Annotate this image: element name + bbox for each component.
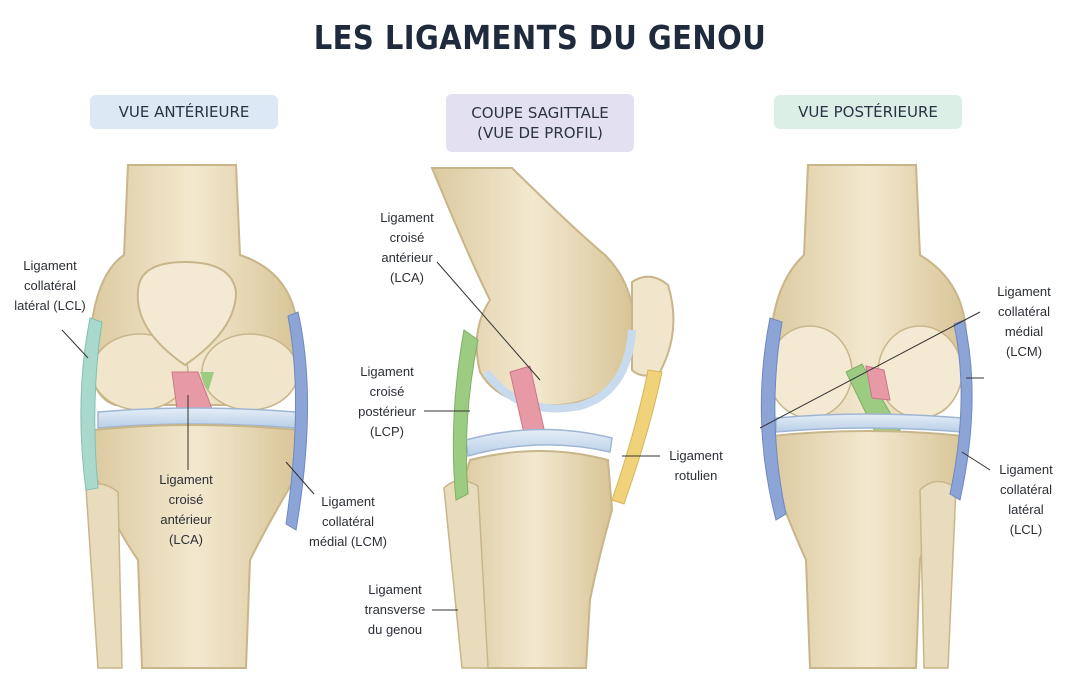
sagittal-knee (424, 167, 675, 669)
panel-heading-posterior: VUE POSTÉRIEURE (774, 95, 962, 129)
sagittal-meniscus (465, 428, 613, 457)
anterior-lcl (80, 317, 103, 491)
label-sagittal-transverse: Ligament transverse du genou (364, 582, 426, 637)
posterior-lcm (760, 317, 787, 521)
posterior-lca (865, 365, 891, 401)
label-sagittal-lca: Ligament croisé antérieur (LCA) (380, 210, 434, 285)
sagittal-patella (631, 275, 675, 377)
label-sagittal-lcp: Ligament croisé postérieur (LCP) (358, 364, 416, 439)
anterior-lcm (285, 311, 309, 531)
posterior-knee (759, 164, 991, 669)
page-title: LES LIGAMENTS DU GENOU (313, 18, 767, 57)
sagittal-lcp (452, 329, 479, 501)
label-sagittal-rotulien: Ligament rotulien (669, 448, 723, 483)
sagittal-patellar-ligament (611, 369, 663, 505)
panel-heading-sagittal: COUPE SAGITTALE (VUE DE PROFIL) (446, 94, 634, 152)
label-posterior-lcl: Ligament collatéral latéral (LCL) (999, 462, 1053, 537)
label-posterior-lcm: Ligament collatéral médial (LCM) (997, 284, 1051, 359)
anterior-fibula (85, 483, 123, 669)
posterior-fibula (919, 480, 957, 669)
posterior-meniscus (775, 413, 963, 433)
anterior-knee (61, 164, 315, 669)
label-anterior-lca: Ligament croisé antérieur (LCA) (159, 472, 213, 547)
panel-heading-anterior: VUE ANTÉRIEURE (90, 95, 278, 129)
label-anterior-lcl: Ligament collatéral latéral (LCL) (14, 258, 86, 313)
label-anterior-lcm: Ligament collatéral médial (LCM) (308, 494, 387, 549)
anterior-patella (136, 260, 238, 367)
